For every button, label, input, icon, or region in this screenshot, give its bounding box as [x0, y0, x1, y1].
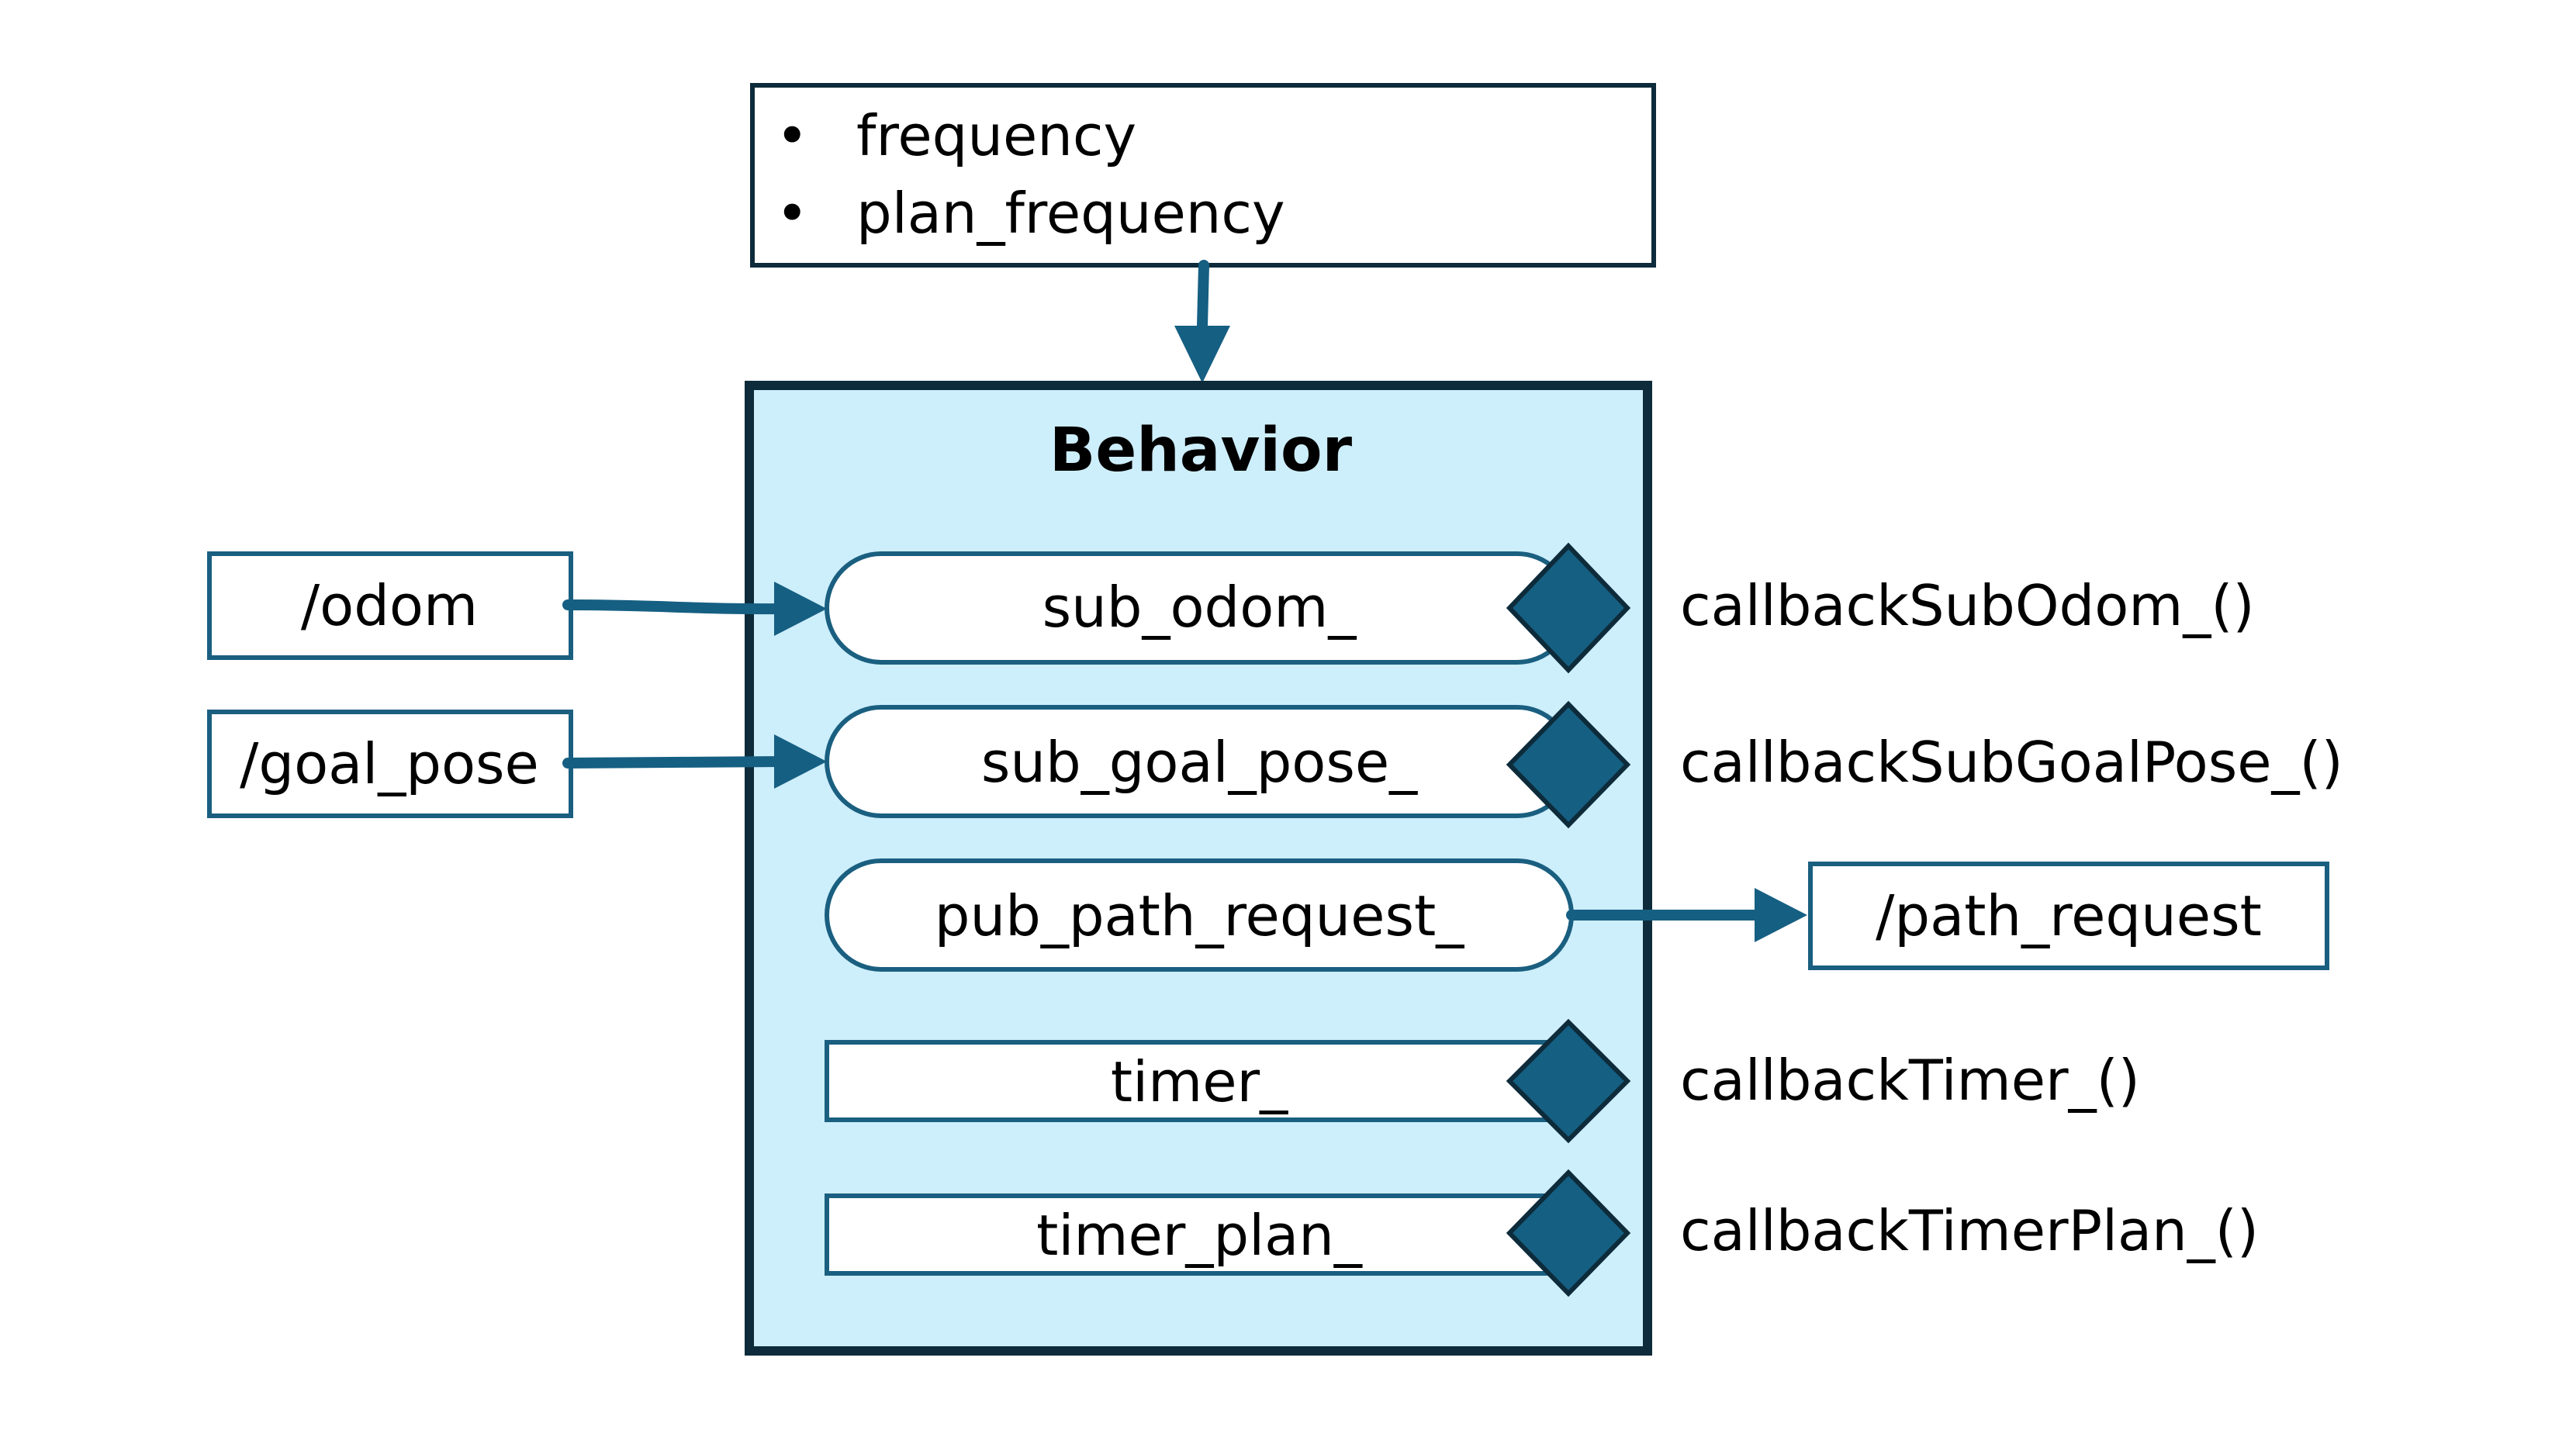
parameters-arrow [1174, 260, 1230, 383]
topic-path-request-label: /path_request [1876, 883, 2262, 948]
callback-diamond-icon [1506, 542, 1631, 674]
callback-diamond-icon [1506, 1018, 1631, 1144]
member-timer-label: timer_ [1111, 1049, 1288, 1114]
callback-diamond-icon [1506, 1169, 1631, 1297]
odom-arrow [562, 582, 827, 636]
callback-diamond-icon [1506, 700, 1631, 829]
path-request-arrow [1566, 888, 1807, 942]
topic-path-request-frame [1808, 862, 2329, 970]
goal-pose-arrow [562, 734, 827, 789]
node-title: Behavior [1049, 416, 1353, 485]
member-sub-goal-pose: sub_goal_pose_ [825, 705, 1574, 818]
topic-goal-pose-frame [207, 710, 573, 818]
parameters-box-frame [750, 83, 1656, 268]
member-sub-odom: sub_odom_ [825, 551, 1574, 665]
callback-sub-odom: callbackSubOdom_() [1680, 573, 2255, 638]
parameters-box: • frequency • plan_frequency [750, 83, 1656, 268]
parameter-frequency: frequency [856, 103, 1136, 168]
parameter-bullet: • [776, 181, 808, 246]
callback-sub-goal-pose: callbackSubGoalPose_() [1680, 730, 2343, 795]
callback-timer-plan: callbackTimerPlan_() [1680, 1198, 2259, 1263]
topic-path-request: /path_request [1808, 862, 2329, 970]
member-pub-path-request: pub_path_request_ [825, 858, 1574, 972]
member-pub-path-request-label: pub_path_request_ [935, 883, 1464, 948]
topic-goal-pose: /goal_pose [207, 710, 573, 818]
parameter-bullet: • [776, 103, 808, 168]
topic-odom-frame [207, 551, 573, 660]
member-sub-odom-label: sub_odom_ [1043, 575, 1357, 640]
callback-timer: callbackTimer_() [1680, 1048, 2140, 1113]
parameter-plan-frequency: plan_frequency [856, 181, 1285, 246]
member-timer-frame [825, 1040, 1574, 1122]
member-timer: timer_ [825, 1040, 1574, 1122]
topic-odom: /odom [207, 551, 573, 660]
member-timer-plan-label: timer_plan_ [1036, 1203, 1363, 1268]
member-timer-plan: timer_plan_ [825, 1193, 1574, 1276]
topic-goal-pose-label: /goal_pose [240, 731, 539, 796]
topic-odom-label: /odom [301, 573, 478, 638]
member-sub-goal-pose-label: sub_goal_pose_ [981, 730, 1418, 795]
